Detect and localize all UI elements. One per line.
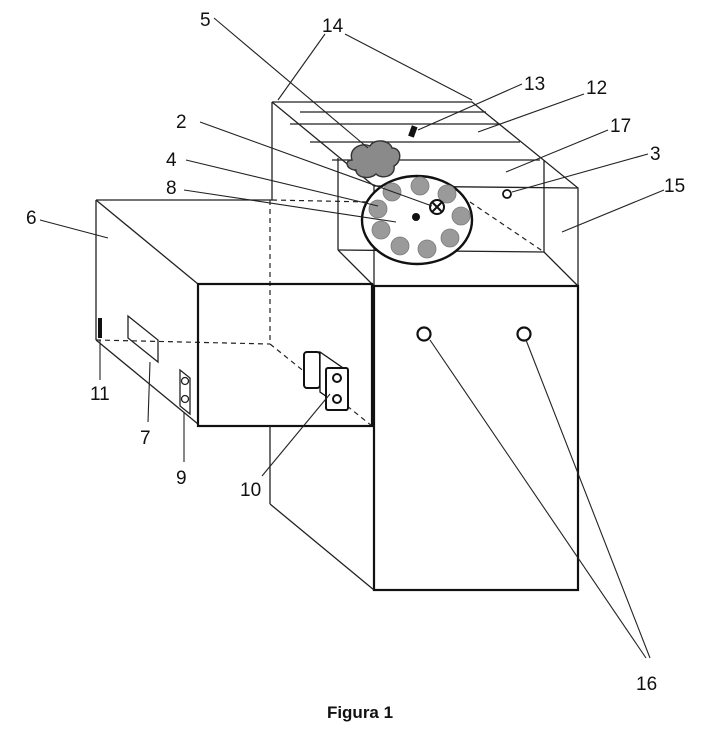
rotor-carousel bbox=[360, 174, 474, 266]
leader-lines bbox=[39, 17, 665, 659]
label-8: 8 bbox=[166, 178, 177, 199]
display-panel bbox=[127, 314, 159, 364]
figure-caption: Figura 1 bbox=[327, 703, 393, 722]
power-switch[interactable] bbox=[98, 318, 102, 338]
label-7: 7 bbox=[140, 428, 151, 449]
label-17: 17 bbox=[610, 116, 631, 137]
vapor-cloud bbox=[346, 140, 401, 179]
small-hole bbox=[502, 189, 512, 199]
front-module bbox=[196, 282, 580, 592]
upper-cabinet bbox=[271, 101, 579, 288]
port-right[interactable] bbox=[516, 326, 532, 342]
label-2: 2 bbox=[176, 112, 187, 133]
label-15: 15 bbox=[664, 176, 685, 197]
label-14: 14 bbox=[322, 16, 344, 37]
bracket-assembly bbox=[303, 350, 349, 412]
sensor bbox=[408, 125, 418, 138]
label-6: 6 bbox=[26, 208, 37, 229]
label-13: 13 bbox=[524, 74, 545, 95]
label-9: 9 bbox=[176, 468, 187, 489]
port-left[interactable] bbox=[416, 326, 432, 342]
label-12: 12 bbox=[586, 78, 607, 99]
connector-panel bbox=[179, 368, 191, 416]
label-11: 11 bbox=[90, 384, 110, 405]
label-4: 4 bbox=[166, 150, 177, 171]
label-16: 16 bbox=[636, 674, 657, 695]
label-5: 5 bbox=[200, 10, 211, 31]
label-10: 10 bbox=[240, 480, 261, 501]
label-3: 3 bbox=[650, 144, 661, 165]
